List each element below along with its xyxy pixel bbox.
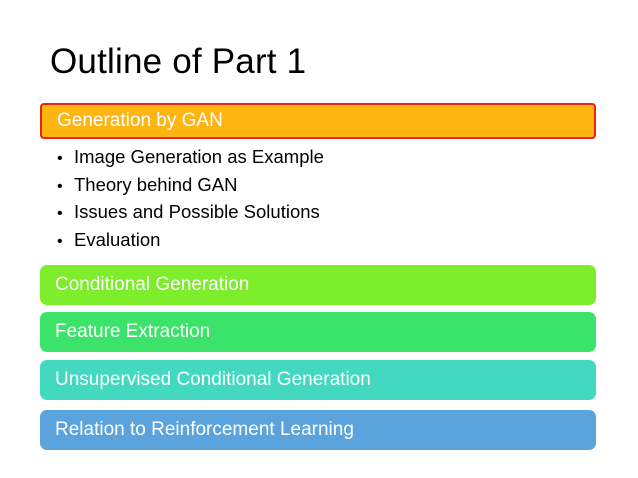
list-item-label: Issues and Possible Solutions	[74, 201, 320, 222]
list-item-label: Theory behind GAN	[74, 173, 238, 195]
section-bar-label: Conditional Generation	[55, 274, 250, 295]
bullet-marker-icon: •	[57, 150, 63, 167]
section-bar-label: Relation to Reinforcement Learning	[55, 419, 354, 440]
section-bar-generation-by-gan[interactable]: Generation by GAN	[40, 103, 596, 139]
section-bar-label: Generation by GAN	[57, 110, 223, 131]
page-title: Outline of Part 1	[50, 42, 307, 81]
list-item: • Theory behind GAN	[57, 173, 597, 195]
section-bar-label: Unsupervised Conditional Generation	[55, 369, 371, 390]
section-bar-feature-extraction[interactable]: Feature Extraction	[40, 312, 596, 352]
list-item: • Issues and Possible Solutions	[57, 201, 597, 222]
bullet-marker-icon: •	[57, 232, 63, 250]
list-item: • Evaluation	[57, 228, 597, 250]
list-item: • Image Generation as Example	[57, 146, 597, 167]
section-bar-relation-to-reinforcement-learning[interactable]: Relation to Reinforcement Learning	[40, 410, 596, 450]
bullet-marker-icon: •	[57, 205, 63, 222]
list-item-label: Evaluation	[74, 228, 161, 250]
section-bar-conditional-generation[interactable]: Conditional Generation	[40, 265, 596, 305]
bullet-marker-icon: •	[57, 177, 63, 195]
section-bar-label: Feature Extraction	[55, 321, 211, 342]
list-item-label: Image Generation as Example	[74, 146, 324, 167]
section-bar-unsupervised-conditional-generation[interactable]: Unsupervised Conditional Generation	[40, 360, 596, 400]
bullet-list: • Image Generation as Example • Theory b…	[57, 146, 597, 258]
